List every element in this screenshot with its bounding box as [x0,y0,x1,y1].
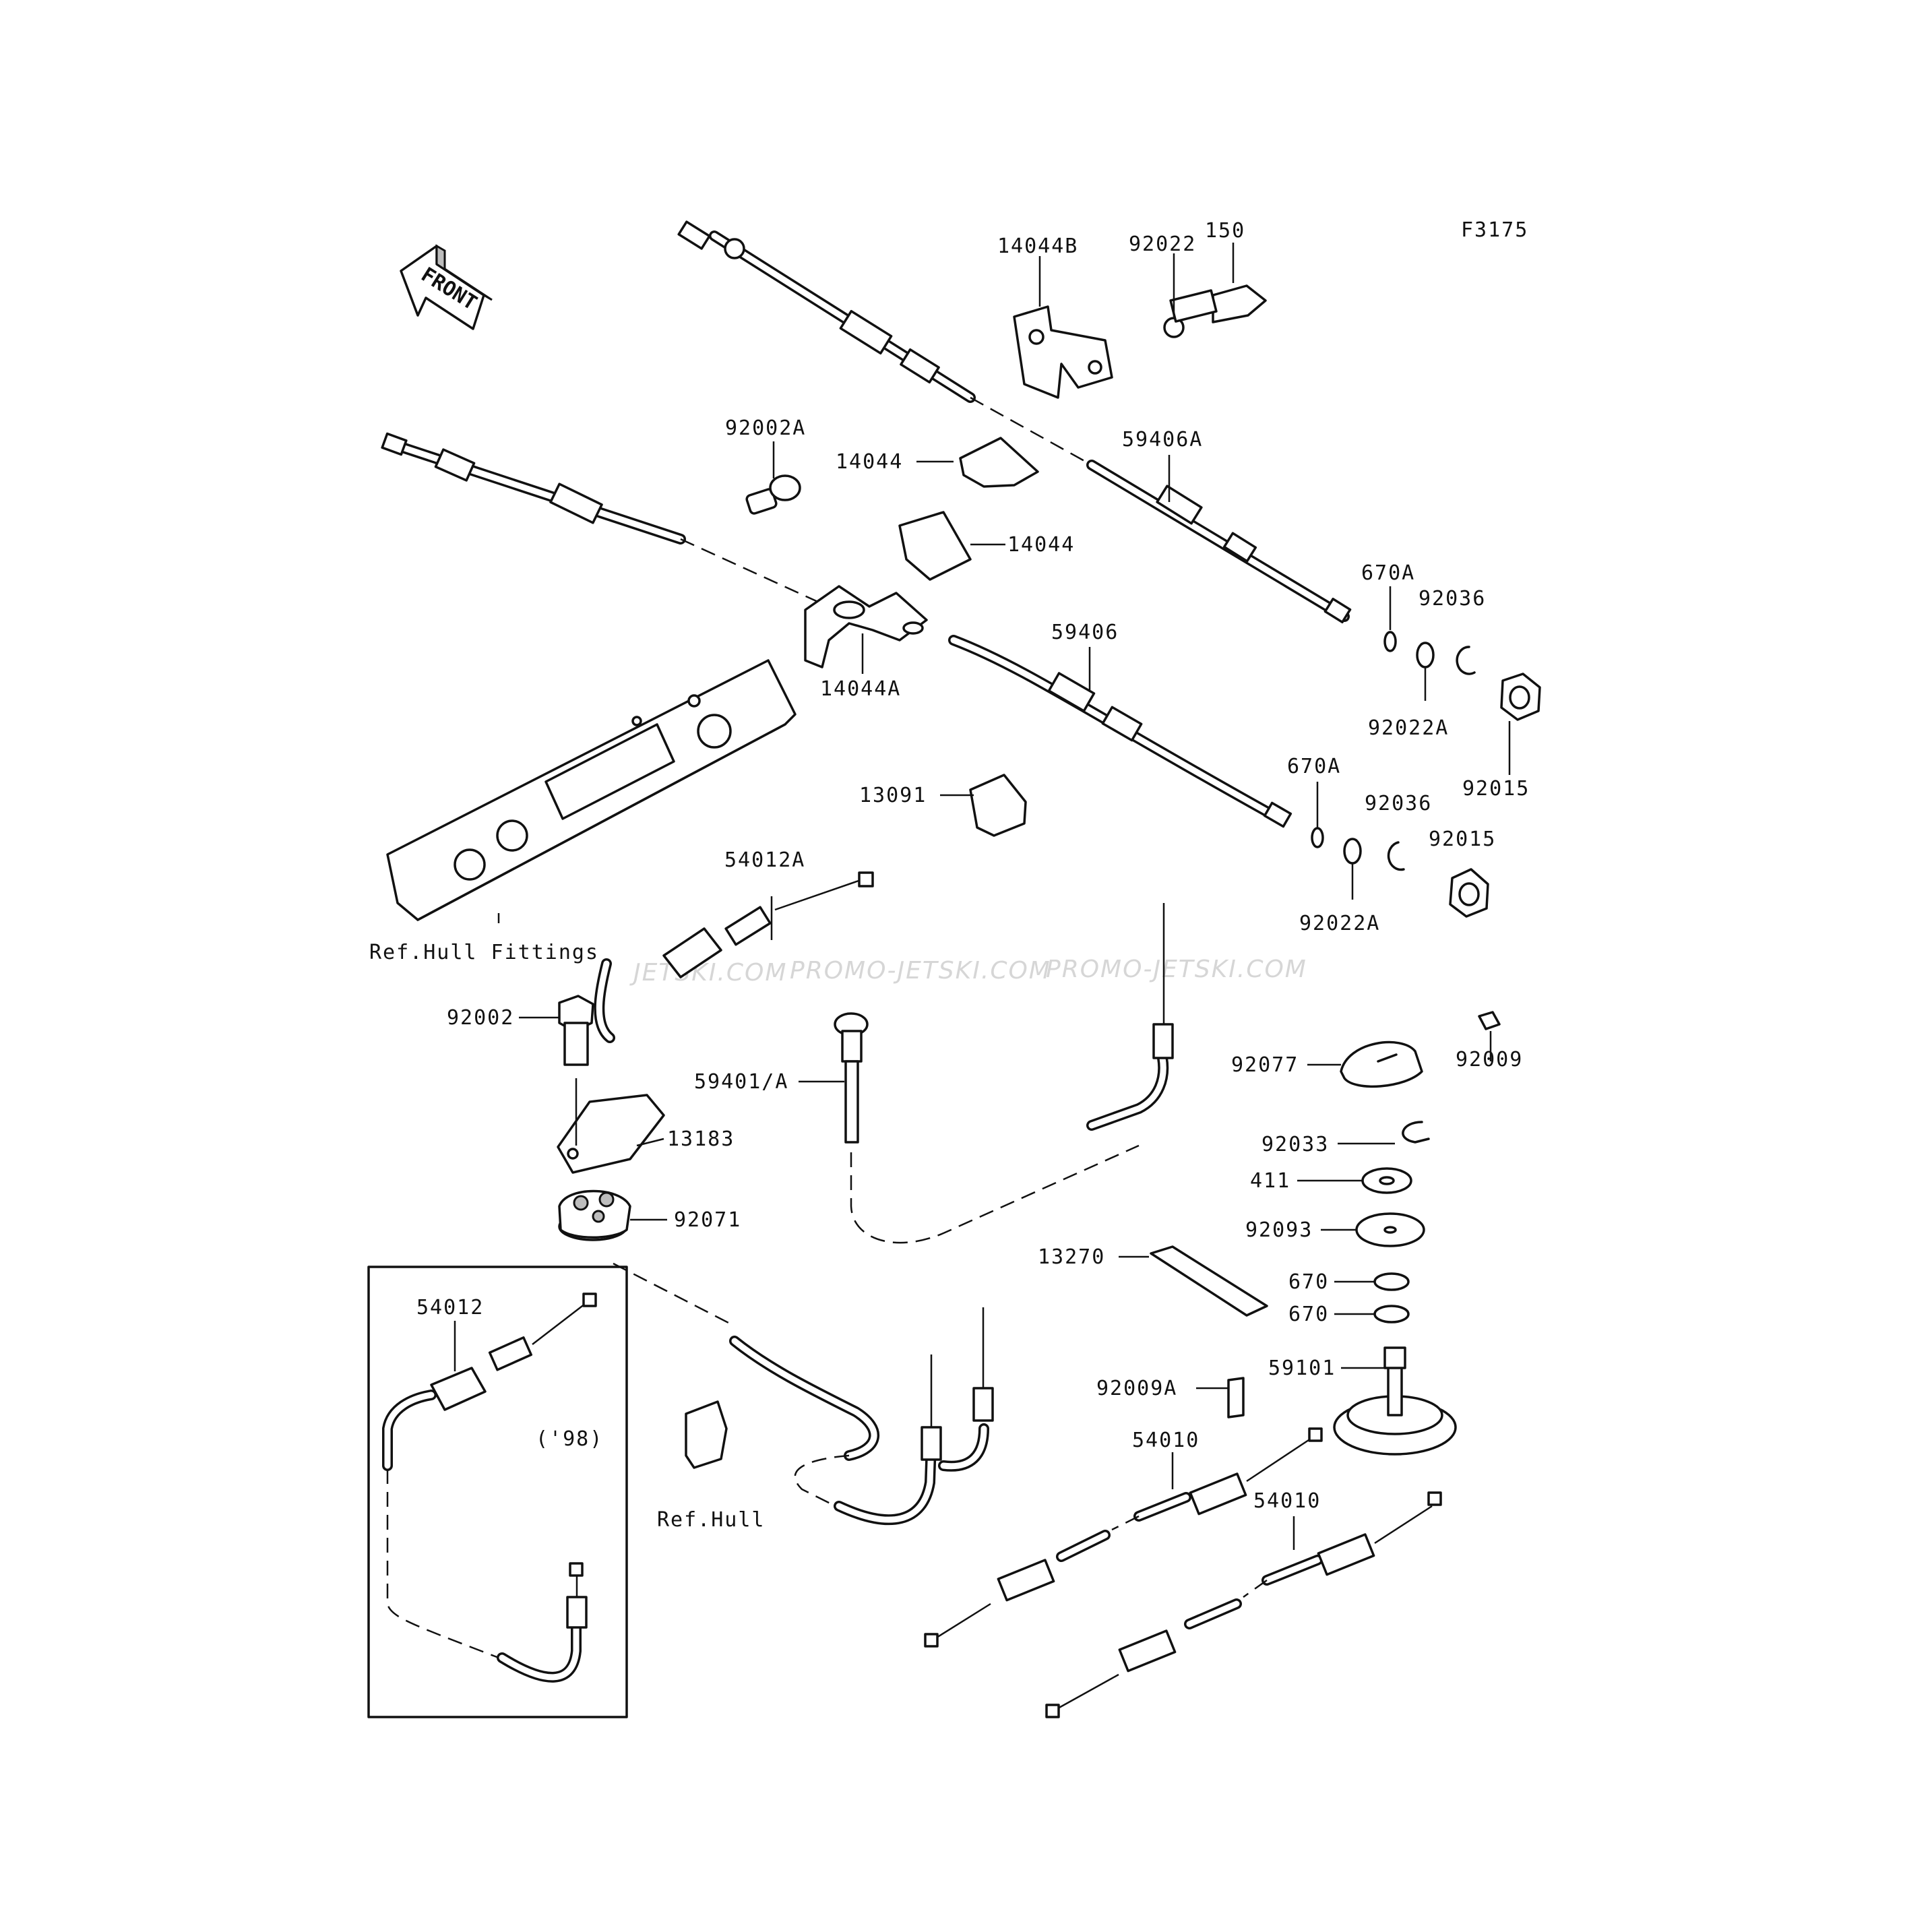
label-670-1: 670 [1288,1270,1329,1294]
label-13270: 13270 [1038,1245,1105,1269]
label-54010-1: 54010 [1132,1429,1199,1452]
bolt-150 [1169,284,1267,323]
label-150: 150 [1205,219,1245,243]
label-1998-note: ('98) [536,1427,603,1451]
bolt-92002A [745,474,801,515]
label-14044-top: 14044 [836,450,903,474]
cable-54012 [382,1292,597,1683]
label-92009A: 92009A [1096,1377,1177,1400]
ref-hull-clamp [685,1400,728,1469]
washer-411 [1361,1167,1412,1194]
label-92077: 92077 [1231,1053,1299,1077]
label-92015-2: 92015 [1429,828,1496,851]
hull-fitting-panel [386,659,797,921]
label-ref-hull-fittings: Ref.Hull Fittings [369,941,599,964]
knob-92077 [1340,1040,1423,1088]
plate-13270 [1150,1245,1268,1317]
label-92022: 92022 [1129,232,1196,256]
label-92036-1: 92036 [1419,587,1486,611]
grommet-92071 [558,1189,631,1241]
nut-92015-1 [1500,673,1541,721]
label-59101: 59101 [1268,1357,1336,1380]
screw-92009 [1478,1011,1501,1030]
variant-1998-box [367,1266,628,1718]
clamp-13091 [969,774,1027,837]
cable-54010-lower [1045,1491,1442,1718]
label-92002A: 92002A [725,416,806,440]
label-54010-2: 54010 [1253,1489,1321,1513]
screw-92009A [1227,1377,1245,1419]
label-ref-hull: Ref.Hull [657,1508,766,1532]
label-92022A-1: 92022A [1368,716,1449,740]
cable-54010-upper [924,1427,1323,1648]
clamp-14044-top [959,437,1039,488]
o-ring-670-2 [1373,1305,1410,1323]
clip-92036-2 [1387,841,1405,871]
watermark-3: PROMO-JETSKI.COM [1046,956,1307,983]
label-13091: 13091 [859,784,927,807]
label-670-2: 670 [1288,1303,1329,1326]
bracket-14044A [804,585,928,668]
label-92009: 92009 [1456,1048,1523,1071]
label-92022A-2: 92022A [1299,912,1380,935]
label-670A-1: 670A [1361,561,1415,585]
cable-59406 [381,432,1292,828]
label-411: 411 [1250,1169,1290,1193]
clip-92036-1 [1456,646,1476,675]
clamp-14044-mid [898,511,972,581]
label-92036-2: 92036 [1365,792,1432,815]
watermark-1: JETSKI.COM [629,959,787,987]
bolt-92002 [558,995,594,1066]
o-ring-670-1 [1373,1272,1410,1291]
label-92071: 92071 [674,1208,741,1232]
nut-92015-2 [1449,868,1489,918]
o-ring-670A-2 [1311,827,1324,848]
label-92093: 92093 [1245,1218,1313,1242]
label-670A-2: 670A [1287,755,1341,778]
label-92015-1: 92015 [1462,777,1530,801]
cable-54012A [594,871,874,1043]
leader-lines [454,243,1511,1550]
label-92033: 92033 [1261,1133,1329,1156]
gasket-hole [567,1148,579,1160]
watermark-2: PROMO-JETSKI.COM [790,957,1051,985]
label-14044-mid: 14044 [1007,533,1075,557]
label-14044A: 14044A [820,677,901,701]
lever-59101 [1333,1346,1457,1456]
bracket-14044B [1013,305,1113,399]
washer-92022A-1 [1416,642,1435,668]
figure-code: F3175 [1461,218,1528,242]
label-14044B: 14044B [997,235,1078,258]
label-54012: 54012 [416,1296,484,1319]
choke-cable-59401A [834,903,1174,1244]
washer-92022A-2 [1343,838,1362,865]
label-13183: 13183 [667,1127,735,1151]
o-ring-670A-1 [1383,631,1397,652]
label-54012A: 54012A [724,848,805,872]
gasket-13183 [557,1094,665,1174]
clip-92033 [1402,1121,1430,1144]
front-arrow-icon: FRONT [400,244,493,330]
label-92002: 92002 [447,1006,514,1030]
throttle-cable-assembly [613,1262,994,1526]
label-59401A: 59401/A [694,1070,788,1094]
cable-59406A [677,220,1352,624]
label-59406A: 59406A [1122,428,1203,451]
label-59406: 59406 [1051,621,1119,644]
plate-92093 [1355,1212,1425,1247]
